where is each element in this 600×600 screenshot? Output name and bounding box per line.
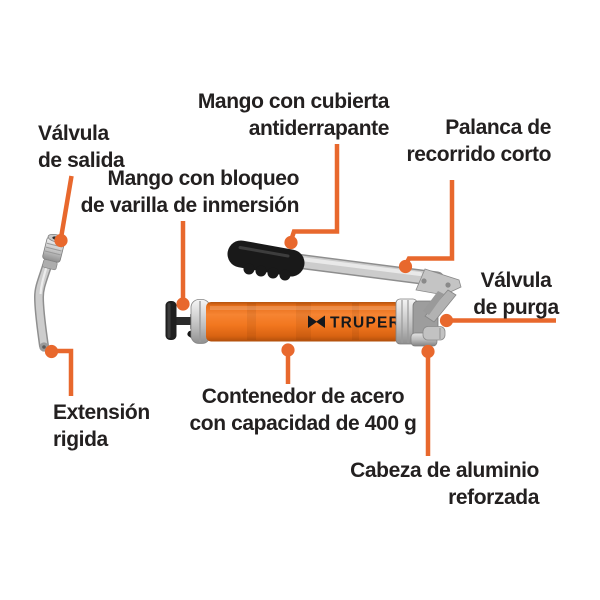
callout-valvula-purga-dot (439, 313, 454, 328)
label-cabeza-de-aluminio: Cabeza de aluminio reforzada (350, 457, 539, 511)
label-line: Mango con bloqueo (107, 167, 299, 190)
label-line: de purga (473, 296, 559, 319)
rigid-extension-tube (33, 233, 66, 352)
callout-mango-cubierta-line (289, 144, 340, 240)
label-line: Contenedor de acero (201, 385, 405, 408)
label-line: con capacidad de 400 g (189, 412, 417, 435)
label-line: de salida (38, 149, 125, 172)
callout-contenedor-dot (281, 343, 295, 357)
label-line: Cabeza de aluminio (350, 459, 539, 482)
callout-palanca-dot (398, 259, 413, 274)
label-line: de varilla de inmersión (80, 194, 300, 217)
brand-name: TRUPER (330, 315, 401, 332)
truper-logo: TRUPER (308, 315, 401, 332)
label-mango-con-cubierta: Mango con cubierta antiderrapante (197, 88, 390, 142)
label-line: Mango con cubierta (197, 90, 390, 113)
callout-mango-bloqueo-dot (176, 297, 190, 311)
grease-gun: TRUPER (165, 240, 462, 347)
label-line: Palanca de (445, 116, 551, 139)
callout-mango-cubierta-dot (284, 235, 298, 250)
anti-slip-grip (227, 240, 305, 281)
label-contenedor-de-acero: Contenedor de acero con capacidad de 400… (153, 383, 453, 437)
label-line: reforzada (448, 486, 539, 509)
label-line: antiderrapante (248, 117, 390, 140)
label-line: rigida (53, 428, 108, 451)
callout-valvula-salida-dot (54, 233, 68, 248)
callout-palanca-line (404, 180, 455, 265)
label-valvula-de-purga: Válvula de purga (416, 267, 600, 321)
short-stroke-lever (289, 253, 462, 323)
callout-lines (57, 144, 556, 456)
callout-dots (44, 233, 454, 359)
callout-cabeza-dot (421, 344, 435, 359)
label-line: Válvula (480, 269, 552, 292)
label-line: Extensión (53, 401, 150, 424)
truper-bowtie-icon (308, 315, 325, 328)
callout-extension-dot (44, 344, 59, 359)
purge-valve-nub (422, 326, 446, 341)
steel-barrel (206, 302, 400, 342)
label-valvula-de-salida: Válvula de salida (38, 120, 125, 174)
label-palanca-recorrido-corto: Palanca de recorrido corto (406, 114, 551, 168)
label-extension-rigida: Extensión rigida (53, 399, 150, 453)
callout-extension-line (57, 348, 74, 396)
callout-valvula-salida-line (58, 175, 74, 239)
label-line: Válvula (38, 122, 109, 145)
label-mango-con-bloqueo: Mango con bloqueo de varilla de inmersió… (80, 165, 300, 219)
label-line: recorrido corto (406, 143, 551, 166)
